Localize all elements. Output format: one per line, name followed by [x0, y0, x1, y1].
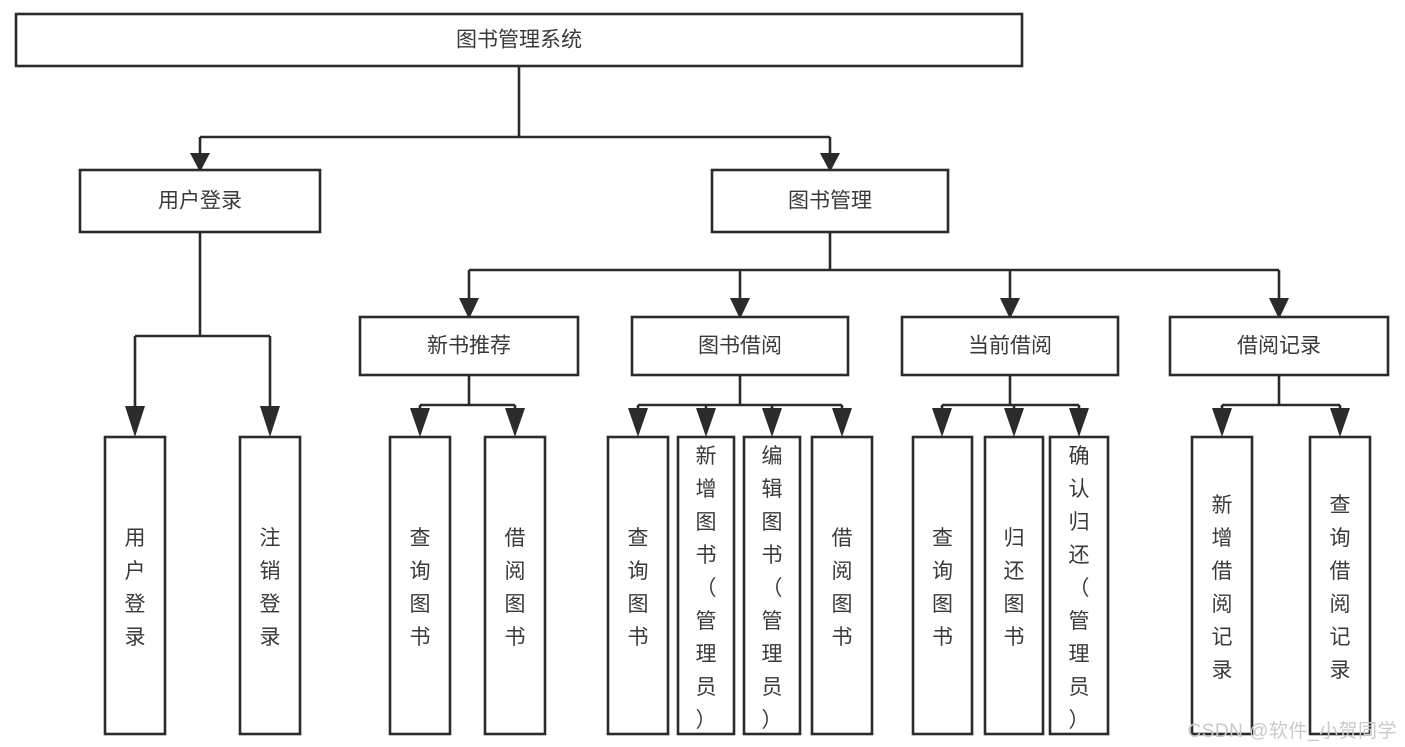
node-leaf-add-borrow-record-label: 新增借阅记录 [1212, 494, 1233, 682]
node-leaf-edit-book-admin-box[interactable] [742, 435, 802, 736]
node-leaf-borrow-book-label: 借阅图书 [832, 527, 853, 649]
csdn-watermark: CSDN @软件_小贺同学 [1187, 721, 1397, 742]
node-book-manage-box[interactable] [710, 168, 950, 234]
node-leaf-user-login-box[interactable] [103, 435, 167, 736]
arrow-to-leaf-borrow-book-rec [505, 408, 525, 437]
arrow-to-leaf-return-book [1004, 408, 1024, 437]
node-leaf-confirm-return-admin-box[interactable] [1048, 435, 1110, 736]
node-book-borrow-label: 图书借阅 [698, 335, 782, 358]
arrow-to-leaf-query-book-cur [932, 408, 952, 437]
node-leaf-return-book-label: 归还图书 [1004, 527, 1025, 649]
node-book-manage-label: 图书管理 [788, 190, 872, 213]
node-current-borrow-box[interactable] [900, 315, 1120, 377]
node-leaf-add-borrow-record-box[interactable] [1190, 435, 1254, 736]
node-borrow-record[interactable]: 借阅记录 [1168, 315, 1390, 377]
node-leaf-query-book-borrow-box[interactable] [606, 435, 670, 736]
connector-group [125, 66, 1350, 437]
arrow-to-leaf-borrow-book [832, 408, 852, 437]
node-leaf-logout-box[interactable] [238, 435, 302, 736]
node-borrow-record-box[interactable] [1168, 315, 1390, 377]
node-leaf-confirm-return-admin-label: 确认归还（管理员） [1069, 445, 1090, 732]
arrow-to-leaf-add-book-admin [696, 408, 716, 437]
node-new-book-rec-label: 新书推荐 [427, 335, 511, 358]
arrow-to-leaf-add-borrow-record [1212, 408, 1232, 437]
leaf-node-group [103, 435, 1372, 736]
node-user-login[interactable]: 用户登录 [78, 168, 322, 234]
arrow-to-current-borrow [1000, 298, 1020, 319]
node-borrow-record-label: 借阅记录 [1237, 335, 1321, 358]
node-leaf-borrow-book-rec-label: 借阅图书 [505, 527, 526, 649]
node-leaf-add-book-admin-label: 新增图书（管理员） [696, 445, 717, 732]
node-leaf-query-book-rec-box[interactable] [388, 435, 452, 736]
arrow-to-leaf-edit-book-admin [762, 408, 782, 437]
node-leaf-return-book-box[interactable] [983, 435, 1045, 736]
node-leaf-borrow-book-rec-box[interactable] [483, 435, 547, 736]
arrow-to-leaf-query-book-borrow [628, 408, 648, 437]
arrow-to-leaf-query-borrow-record [1330, 408, 1350, 437]
arrow-to-new-book-rec [459, 298, 479, 319]
node-new-book-rec-box[interactable] [358, 315, 580, 377]
arrow-to-user-login [190, 153, 210, 172]
arrow-to-leaf-confirm-return [1069, 408, 1089, 437]
node-leaf-user-login-label: 用户登录 [125, 527, 146, 649]
node-leaf-query-book-rec-label: 查询图书 [410, 527, 431, 649]
node-leaf-add-book-admin-box[interactable] [676, 435, 736, 736]
node-book-borrow[interactable]: 图书借阅 [630, 315, 850, 377]
node-current-borrow-label: 当前借阅 [968, 335, 1052, 358]
node-leaf-query-book-borrow-label: 查询图书 [628, 527, 649, 649]
node-root-box[interactable] [14, 12, 1024, 68]
node-leaf-query-book-cur-box[interactable] [911, 435, 974, 736]
node-leaf-query-borrow-record-box[interactable] [1308, 435, 1372, 736]
node-new-book-rec[interactable]: 新书推荐 [358, 315, 580, 377]
arrow-to-book-manage [820, 153, 840, 172]
node-user-login-box[interactable] [78, 168, 322, 234]
node-root[interactable]: 图书管理系统 [14, 12, 1024, 68]
node-leaf-borrow-book-box[interactable] [810, 435, 874, 736]
node-leaf-query-borrow-record-label: 查询借阅记录 [1330, 494, 1351, 682]
node-leaf-edit-book-admin-label: 编辑图书（管理员） [762, 445, 783, 732]
node-book-borrow-box[interactable] [630, 315, 850, 377]
node-leaf-logout-label: 注销登录 [260, 527, 281, 649]
node-current-borrow[interactable]: 当前借阅 [900, 315, 1120, 377]
arrow-to-borrow-record [1269, 298, 1289, 319]
node-user-login-label: 用户登录 [158, 190, 242, 213]
arrow-to-leaf-user-login [125, 406, 145, 437]
node-root-label: 图书管理系统 [456, 29, 582, 52]
node-leaf-query-book-cur-label: 查询图书 [932, 527, 953, 649]
leaf-label-group: 用户登录 注销登录 查询图书 借阅图书 查询图书 新增图书（管理员） 编辑图书（管理员） 借阅… [125, 445, 1351, 732]
arrow-to-leaf-logout [260, 406, 280, 437]
arrow-to-leaf-query-book-rec [410, 408, 430, 437]
arrow-to-book-borrow [730, 298, 750, 319]
node-book-manage[interactable]: 图书管理 [710, 168, 950, 234]
